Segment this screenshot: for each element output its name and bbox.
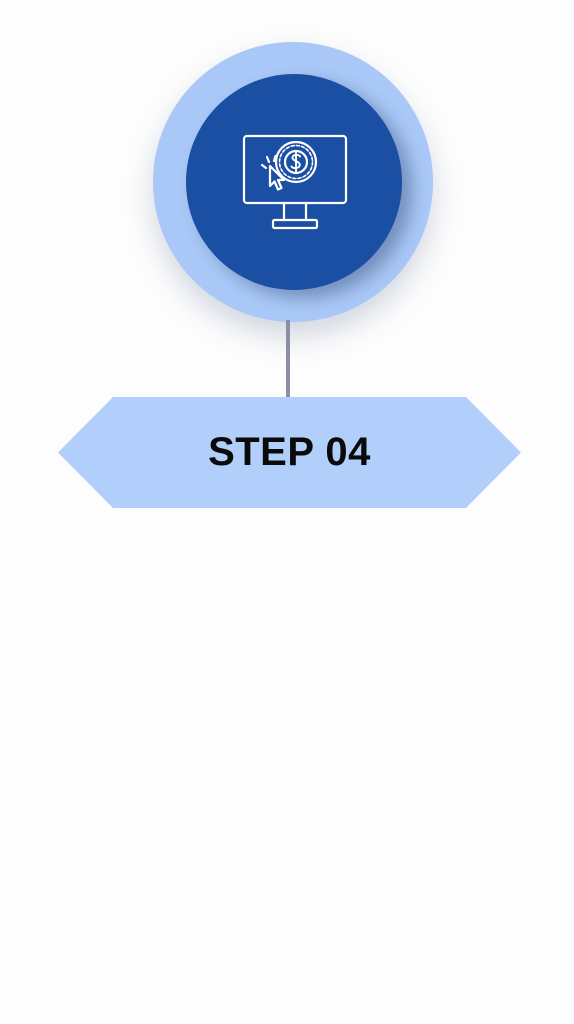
step-banner: STEP 04: [58, 397, 521, 508]
connector-line: [286, 320, 290, 398]
step-label: STEP 04: [208, 430, 371, 474]
monitor-dollar-click-icon: [236, 128, 352, 236]
banner-hexagon-shape: [58, 397, 521, 508]
